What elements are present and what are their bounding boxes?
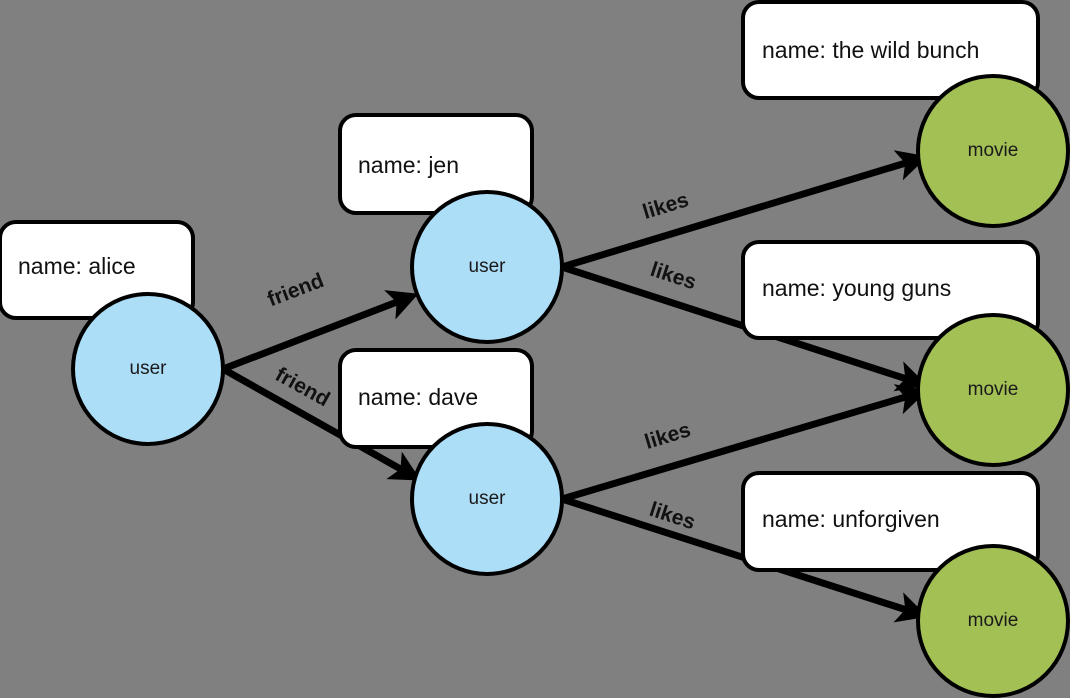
property-box-unforgiven (741, 471, 1040, 572)
node-type-label-alice: user (130, 358, 168, 379)
property-boxes-layer (0, 0, 1040, 572)
property-box-the-wild-bunch (741, 0, 1040, 100)
property-label-dave: name: dave (358, 384, 478, 410)
node-user-dave[interactable] (410, 422, 564, 576)
node-type-label-young-guns: movie (968, 379, 1019, 400)
edge-alice-friend-dave[interactable] (221, 365, 421, 481)
property-label-jen: name: jen (358, 152, 459, 178)
property-text-layer: name: alice name: jen name: dave name: t… (18, 37, 979, 532)
edge-label-likes-the-wild-bunch: likes (640, 188, 691, 224)
property-box-young-guns (741, 240, 1040, 340)
node-user-jen[interactable] (410, 190, 564, 344)
node-movie-young-guns[interactable] (916, 313, 1070, 467)
property-label-the-wild-bunch: name: the wild bunch (762, 37, 979, 63)
edge-label-likes-young-guns-from-dave: likes (642, 418, 693, 454)
edge-jen-likes-young-guns[interactable] (560, 263, 928, 392)
property-label-alice: name: alice (18, 253, 136, 279)
node-movie-unforgiven[interactable] (916, 544, 1070, 698)
node-type-label-the-wild-bunch: movie (968, 140, 1019, 161)
edge-dave-likes-young-guns[interactable] (561, 384, 928, 503)
node-movie-the-wild-bunch[interactable] (916, 74, 1070, 228)
node-type-label-jen: user (469, 256, 507, 277)
edge-alice-friend-jen[interactable] (221, 290, 419, 373)
node-type-label-unforgiven: movie (968, 610, 1019, 631)
property-label-unforgiven: name: unforgiven (762, 506, 940, 532)
node-type-label-dave: user (469, 488, 507, 509)
edge-label-likes-young-guns-from-jen: likes (648, 258, 700, 294)
edge-label-friend-jen: friend (264, 269, 327, 311)
edges-layer (221, 150, 928, 623)
edge-dave-likes-unforgiven[interactable] (560, 495, 928, 623)
edge-jen-likes-the-wild-bunch[interactable] (560, 150, 928, 271)
node-user-alice[interactable] (71, 292, 225, 446)
node-text-layer: user user user movie movie movie (130, 140, 1019, 631)
property-label-young-guns: name: young guns (762, 275, 951, 301)
nodes-layer (71, 74, 1070, 698)
